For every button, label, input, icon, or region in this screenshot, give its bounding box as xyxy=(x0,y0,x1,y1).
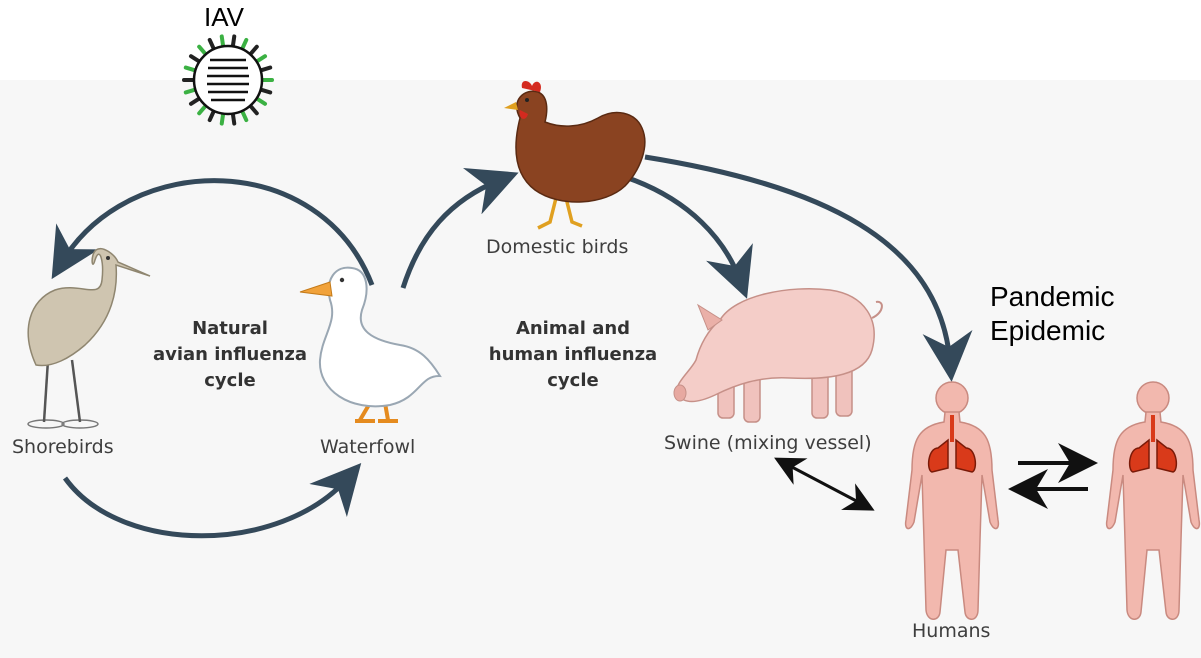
human-illustration-2 xyxy=(1107,382,1200,619)
arrow-waterfowl-to-domestic-birds xyxy=(403,180,500,288)
natural-cycle-line1: Natural xyxy=(140,316,320,342)
animal-human-cycle-line1: Animal and xyxy=(478,316,668,342)
virus-spike xyxy=(242,40,246,49)
virus-spike xyxy=(250,106,257,114)
virus-spike xyxy=(210,40,214,49)
epidemic-label: Epidemic xyxy=(990,314,1115,348)
virus-spike xyxy=(250,47,257,55)
domestic-bird-illustration xyxy=(504,81,645,228)
waterfowl-illustration xyxy=(300,268,440,421)
waterfowl-label: Waterfowl xyxy=(320,436,415,458)
virus-spike xyxy=(261,68,271,71)
arrow-domestic-birds-to-swine xyxy=(628,178,740,280)
virus-spike xyxy=(261,90,271,93)
humans-label: Humans xyxy=(912,620,990,642)
virus-spike xyxy=(186,68,196,71)
virus-spike xyxy=(199,47,206,55)
shorebird-illustration xyxy=(28,249,150,428)
virus-spike xyxy=(242,111,246,120)
pandemic-label: Pandemic xyxy=(990,280,1115,314)
virus-spike xyxy=(257,56,265,61)
shorebirds-label: Shorebirds xyxy=(12,436,114,458)
virus-spike xyxy=(191,98,199,103)
natural-cycle-line3: cycle xyxy=(140,368,320,394)
arrow-shorebirds-to-waterfowl xyxy=(65,478,348,536)
virus-label: IAV xyxy=(204,2,244,33)
domestic-birds-label: Domestic birds xyxy=(486,236,628,258)
natural-cycle-label: Natural avian influenza cycle xyxy=(140,316,320,394)
animal-human-cycle-line2: human influenza xyxy=(478,342,668,368)
natural-cycle-line2: avian influenza xyxy=(140,342,320,368)
virus-spike xyxy=(222,36,223,46)
virus-spike xyxy=(222,114,223,124)
arrow-swine-humans-bidirectional xyxy=(790,466,864,505)
virus-spike xyxy=(199,106,206,114)
swine-illustration xyxy=(674,289,882,422)
human-illustration xyxy=(906,382,999,619)
animal-human-cycle-line3: cycle xyxy=(478,368,668,394)
virus-spike xyxy=(233,114,234,124)
virus-spike xyxy=(186,90,196,93)
virus-spike xyxy=(191,56,199,61)
virus-spike xyxy=(210,111,214,120)
virus-spike xyxy=(233,36,234,46)
animal-human-cycle-label: Animal and human influenza cycle xyxy=(478,316,668,394)
virus-icon xyxy=(184,36,272,123)
virus-spike xyxy=(257,98,265,103)
spread-label: Pandemic Epidemic xyxy=(990,280,1115,348)
swine-label: Swine (mixing vessel) xyxy=(664,432,872,454)
